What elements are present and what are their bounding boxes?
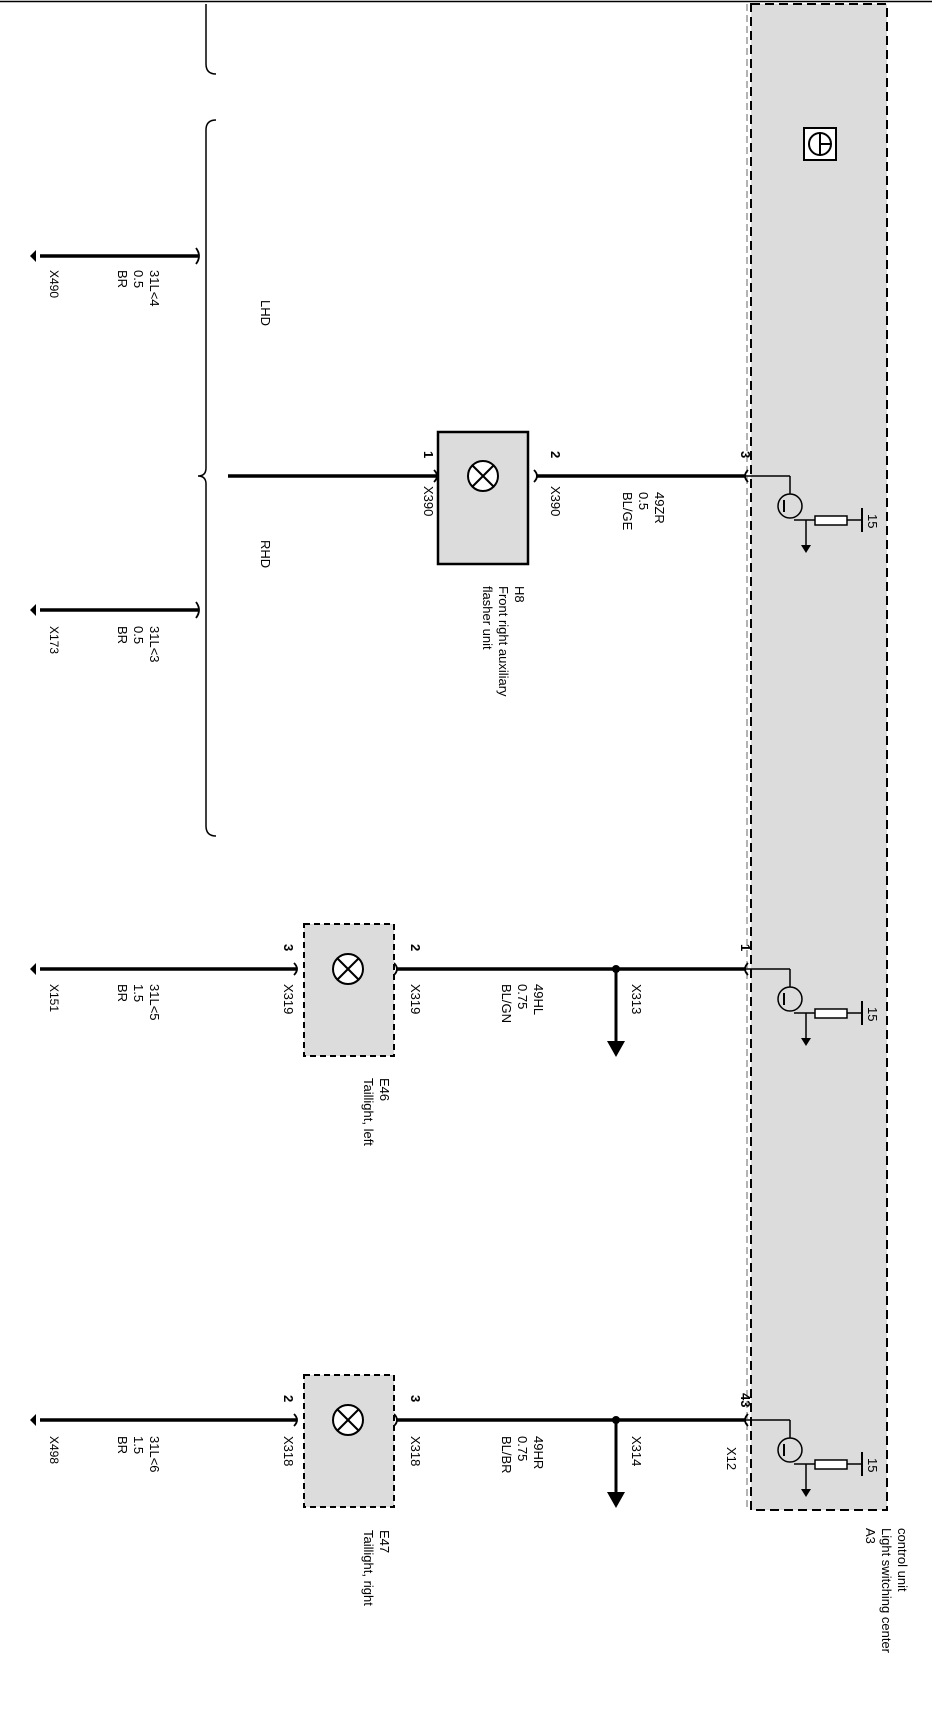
control-unit-name-2: control unit (895, 1528, 910, 1592)
ground-wire-color-31l4: BR (115, 270, 130, 288)
connector-h8-out: X390 (421, 486, 436, 516)
variant-lhd: LHD (258, 300, 273, 326)
ground-point-x173-icon (30, 604, 36, 616)
pin-unit-1: 1 (738, 944, 753, 951)
connector-end-pin-3 (744, 469, 749, 483)
circuit-e47: X314 43 3 2 X318 X318 49HR 0.75 BL/BR E4… (30, 1374, 753, 1606)
circuit-h8: 3 2 1 X390 X390 49ZR 0.5 BL/GE H8 Front … (30, 4, 753, 837)
connector-end-pin-43 (744, 1413, 749, 1427)
component-h8[interactable] (436, 430, 530, 566)
ground-point-x151: X151 (47, 984, 61, 1012)
component-name-h8-1: Front right auxiliary (496, 586, 511, 697)
connector-e46-in: X319 (408, 984, 423, 1014)
ground-wire-color-31l6: BR (115, 1436, 130, 1454)
pin-e46-in: 2 (408, 944, 423, 951)
pin-unit-3: 3 (738, 451, 753, 458)
diagnosis-symbol-icon (803, 127, 837, 161)
ground-wire-color-31l5: BR (115, 984, 130, 1002)
pin-unit-43: 43 (738, 1393, 753, 1407)
pin-h8-out: 1 (421, 451, 436, 458)
control-unit-body (750, 3, 888, 1511)
connector-e47-in: X318 (408, 1436, 423, 1466)
wire-name-49zr: 49ZR (652, 492, 667, 524)
ground-wire-name-31l3: 31L<3 (147, 626, 162, 663)
driver-stage-3: 15 (745, 1419, 880, 1497)
ground-point-x498: X498 (47, 1436, 61, 1464)
connector-e47-out: X318 (281, 1436, 296, 1466)
splice-x313-arrow-icon (607, 1041, 625, 1057)
variant-brace-icon (197, 4, 217, 837)
splice-label-x313: X313 (629, 984, 644, 1014)
ground-wire-name-31l6: 31L<6 (147, 1436, 162, 1473)
lamp-icon (332, 1404, 364, 1436)
connector-end-e46-out (293, 962, 298, 976)
component-ref-e47: E47 (377, 1530, 392, 1553)
supply-terminal-2: 15 (865, 1007, 880, 1021)
ground-wire-size-31l5: 1.5 (131, 984, 146, 1002)
ground-wire-color-31l3: BR (115, 626, 130, 644)
wire-color-49hr: BL/BR (499, 1436, 514, 1474)
control-unit-name-1: Light switching center (879, 1528, 894, 1654)
wire-color-49hl: BL/GN (499, 984, 514, 1023)
component-name-h8-2: flasher unit (480, 586, 495, 650)
ground-point-x498-icon (30, 1414, 36, 1426)
wire-size-49zr: 0.5 (636, 492, 651, 510)
ground-wire-name-31l5: 31L<5 (147, 984, 162, 1021)
variant-rhd: RHD (258, 540, 273, 568)
wire-color-49zr: BL/GE (620, 492, 635, 531)
wire-name-49hr: 49HR (531, 1436, 546, 1469)
component-ref-h8: H8 (512, 586, 527, 603)
ground-point-x151-icon (30, 963, 36, 975)
supply-terminal-1: 15 (865, 514, 880, 528)
splice-label-x314: X314 (629, 1436, 644, 1466)
ground-wire-name-31l4: 31L<4 (147, 270, 162, 307)
driver-stage-1: 15 (745, 475, 880, 553)
circuit-e46: X313 1 2 3 X319 X319 49HL 0.75 BL/GN E46… (30, 923, 753, 1146)
pin-e47-in: 3 (408, 1395, 423, 1402)
supply-terminal-3: 15 (865, 1458, 880, 1472)
ground-wire-size-31l3: 0.5 (131, 626, 146, 644)
ground-point-x173: X173 (47, 626, 61, 654)
splice-x314-arrow-icon (607, 1492, 625, 1508)
connector-h8-in: X390 (548, 486, 563, 516)
ground-point-x490: X490 (47, 270, 61, 298)
connector-e46-out: X319 (281, 984, 296, 1014)
component-name-e47: Taillight, right (361, 1530, 376, 1606)
pin-h8-in: 2 (548, 451, 563, 458)
ground-wire-size-31l6: 1.5 (131, 1436, 146, 1454)
component-e46[interactable] (303, 923, 395, 1057)
control-unit-connector: X12 (724, 1447, 739, 1470)
component-e47[interactable] (303, 1374, 395, 1508)
component-name-e46: Taillight, left (361, 1078, 376, 1146)
ground-wire-size-31l4: 0.5 (131, 270, 146, 288)
control-unit-a3[interactable]: A3 Light switching center control unit X… (724, 3, 910, 1654)
connector-end-pin-1 (744, 962, 749, 976)
pin-e47-out: 2 (281, 1395, 296, 1402)
driver-stage-2: 15 (745, 968, 880, 1046)
control-unit-ref: A3 (863, 1528, 878, 1544)
connector-end-h8-in (533, 469, 538, 483)
wire-size-49hl: 0.75 (515, 984, 530, 1009)
lamp-icon (467, 460, 499, 492)
lamp-icon (332, 953, 364, 985)
wire-name-49hl: 49HL (531, 984, 546, 1015)
wire-size-49hr: 0.75 (515, 1436, 530, 1461)
component-ref-e46: E46 (377, 1078, 392, 1101)
ground-point-x490-icon (30, 250, 36, 262)
connector-end-e47-out (293, 1413, 298, 1427)
pin-e46-out: 3 (281, 944, 296, 951)
